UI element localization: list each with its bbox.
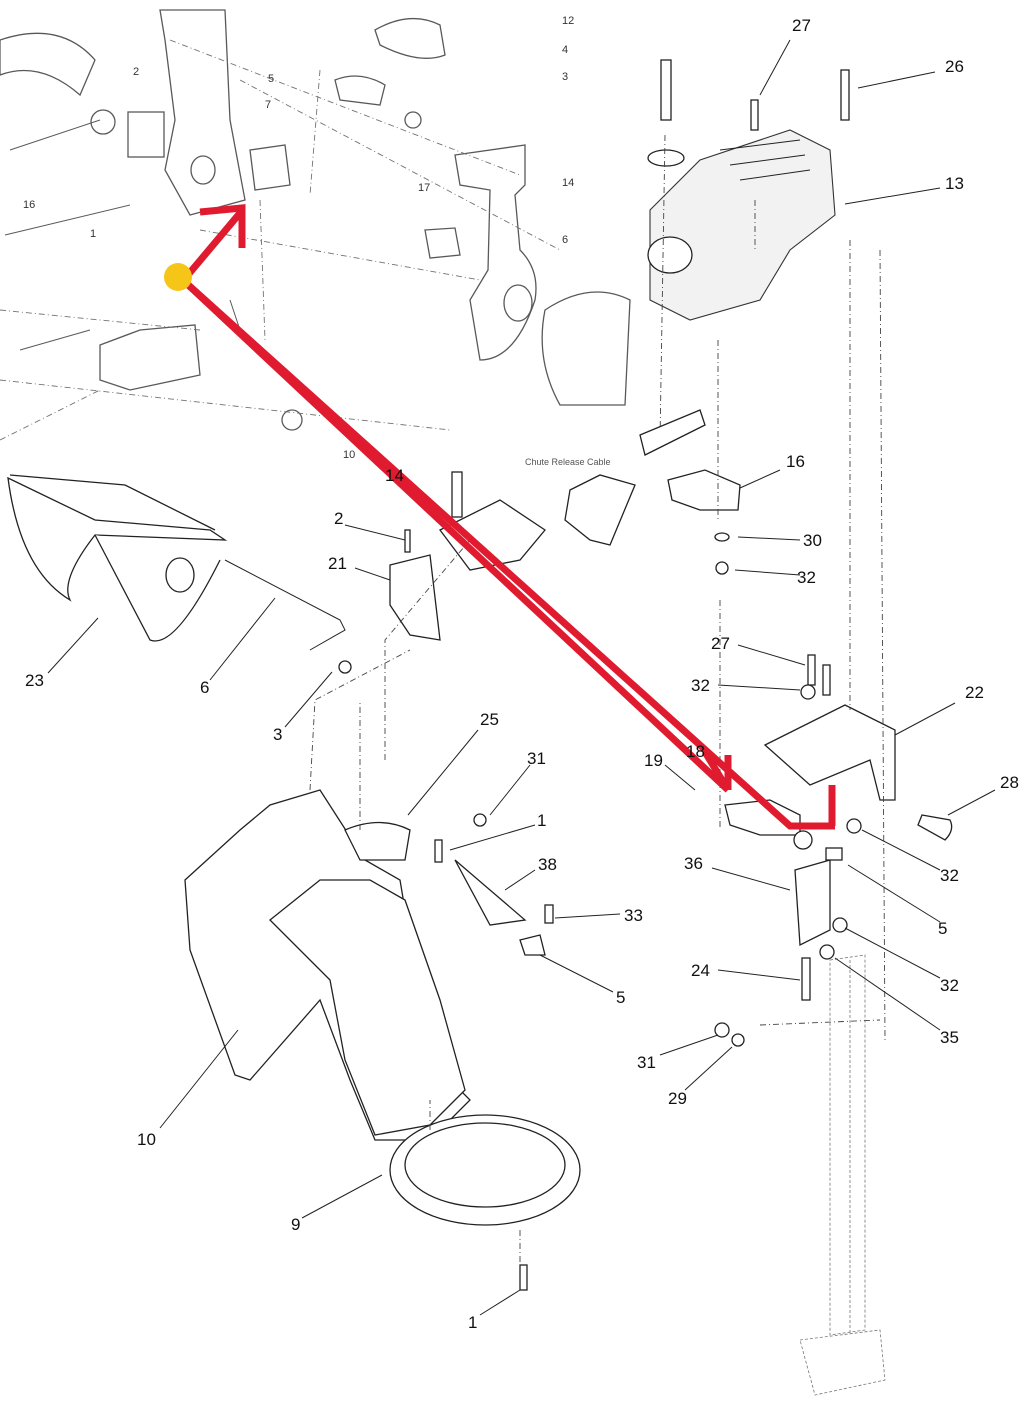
leader-lines xyxy=(47,39,996,1316)
red-arrow-up xyxy=(179,204,246,285)
callout: 27 xyxy=(792,16,811,35)
callout: 6 xyxy=(562,234,569,246)
callout: 31 xyxy=(637,1053,656,1072)
callout: 6 xyxy=(200,678,210,697)
callout: 2 xyxy=(133,66,140,78)
inset-assembly xyxy=(0,9,631,441)
callout: 4 xyxy=(562,44,569,56)
callout: 23 xyxy=(25,671,44,690)
annotation-arrows xyxy=(179,204,836,830)
red-arrow-to-bracket xyxy=(182,279,836,830)
chute-control-head xyxy=(647,59,953,1396)
callout: 32 xyxy=(797,568,816,587)
callout: 1 xyxy=(468,1313,478,1332)
callout: 26 xyxy=(945,57,964,76)
callout: 36 xyxy=(684,854,703,873)
callout: 19 xyxy=(644,751,663,770)
callout: 14 xyxy=(562,177,575,189)
callout: 25 xyxy=(480,710,499,729)
callout: 30 xyxy=(803,531,822,550)
callout: 33 xyxy=(624,906,643,925)
callout: 35 xyxy=(940,1028,959,1047)
callout: 10 xyxy=(137,1130,156,1149)
callout: 16 xyxy=(786,452,805,471)
callout: 3 xyxy=(562,71,569,83)
callout: 5 xyxy=(938,919,948,938)
callout: 5 xyxy=(268,73,275,85)
callout: 32 xyxy=(940,866,959,885)
callout: 17 xyxy=(418,182,431,194)
callout: 21 xyxy=(328,554,347,573)
callout: 3 xyxy=(273,725,283,744)
discharge-chute xyxy=(184,539,581,1291)
callout: 2 xyxy=(334,509,344,528)
callout: 31 xyxy=(527,749,546,768)
callout: 32 xyxy=(691,676,710,695)
yellow-marker xyxy=(164,263,192,291)
callout: 7 xyxy=(265,99,272,111)
callout: 38 xyxy=(538,855,557,874)
deflector-assembly xyxy=(7,409,706,674)
callout: 1 xyxy=(537,811,547,830)
callout: 18 xyxy=(686,742,705,761)
callout: 14 xyxy=(385,466,404,485)
callout: 32 xyxy=(940,976,959,995)
callout: 12 xyxy=(562,15,575,27)
callout: 5 xyxy=(616,988,626,1007)
callout: 9 xyxy=(291,1215,301,1234)
callout: 13 xyxy=(945,174,964,193)
chute-release-cable-caption: Chute Release Cable xyxy=(525,457,611,467)
callout: 1 xyxy=(90,228,97,240)
callout: 29 xyxy=(668,1089,687,1108)
callout: 24 xyxy=(691,961,710,980)
callout: 27 xyxy=(711,634,730,653)
callout: 16 xyxy=(23,199,36,211)
callout: 22 xyxy=(965,683,984,702)
callout: 10 xyxy=(343,449,356,461)
callout: 28 xyxy=(1000,773,1019,792)
